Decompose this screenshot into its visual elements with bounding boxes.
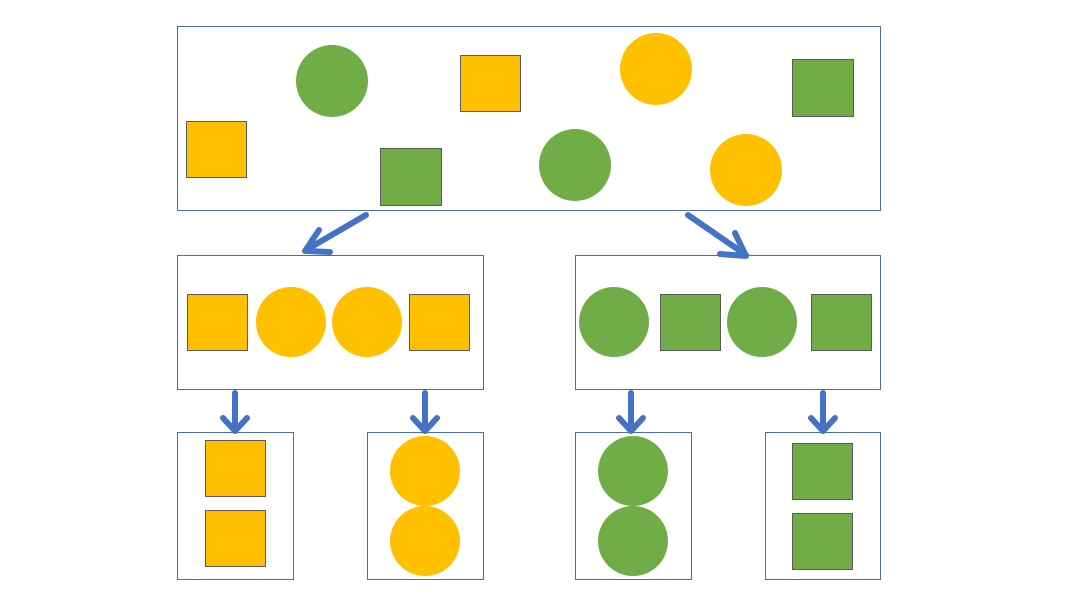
yellow-square-shape xyxy=(409,294,470,351)
green-circles-box xyxy=(575,432,692,580)
arrow-down-left-icon xyxy=(302,212,369,255)
green-circle-shape xyxy=(727,287,797,357)
arrow-down-icon xyxy=(220,390,250,434)
green-circle-shape xyxy=(598,506,668,576)
root-group-box xyxy=(177,26,881,211)
green-circle-shape xyxy=(598,436,668,506)
yellow-square-shape xyxy=(205,440,266,497)
arrow-down-icon xyxy=(410,390,440,434)
yellow-square-shape xyxy=(186,121,247,178)
yellow-circle-shape xyxy=(390,506,460,576)
yellow-circle-shape xyxy=(710,134,782,206)
yellow-circle-shape xyxy=(256,287,326,357)
green-circle-shape xyxy=(296,45,368,117)
green-squares-box xyxy=(765,432,881,580)
yellow-group-box xyxy=(177,255,484,390)
green-square-shape xyxy=(811,294,872,351)
green-square-shape xyxy=(660,294,721,351)
green-square-shape xyxy=(792,443,853,500)
arrow-down-icon xyxy=(808,390,838,434)
green-group-box xyxy=(575,255,881,390)
arrow-down-icon xyxy=(616,390,646,434)
yellow-circle-shape xyxy=(390,436,460,506)
yellow-square-shape xyxy=(187,294,248,351)
green-square-shape xyxy=(380,148,442,206)
green-circle-shape xyxy=(579,287,649,357)
yellow-circle-shape xyxy=(332,287,402,357)
green-square-shape xyxy=(792,513,853,570)
yellow-circles-box xyxy=(367,432,484,580)
yellow-square-shape xyxy=(460,55,521,112)
green-square-shape xyxy=(792,59,854,117)
green-circle-shape xyxy=(539,129,611,201)
yellow-squares-box xyxy=(177,432,294,580)
yellow-square-shape xyxy=(205,510,266,567)
arrow-down-right-icon xyxy=(685,212,749,259)
yellow-circle-shape xyxy=(620,33,692,105)
